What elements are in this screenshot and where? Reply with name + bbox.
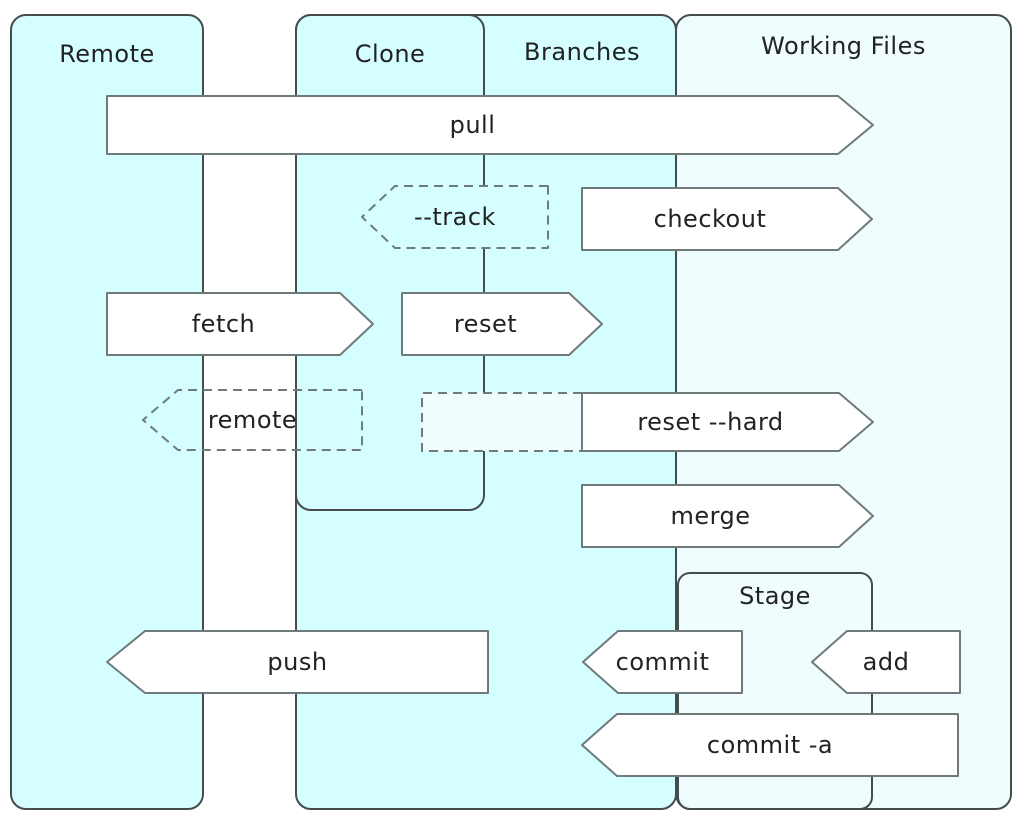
track-arrow	[361, 185, 549, 249]
push-arrow	[106, 630, 489, 694]
commit-arrow	[582, 630, 743, 694]
add-arrow	[811, 630, 961, 694]
reset-arrow	[401, 292, 603, 356]
reset-hard-arrow-tail	[421, 392, 582, 452]
commit-a-arrow	[581, 713, 959, 777]
remote-arrow	[142, 389, 363, 451]
pull-arrow	[106, 95, 874, 155]
fetch-arrow	[106, 292, 374, 356]
reset-hard-arrow	[581, 392, 874, 452]
merge-arrow	[581, 484, 874, 548]
checkout-arrow	[581, 187, 873, 251]
